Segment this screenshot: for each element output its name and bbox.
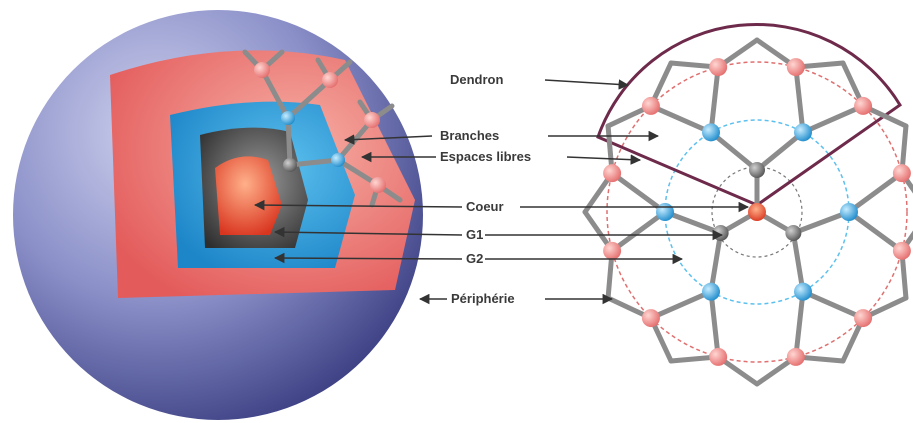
cutaway-node-blue bbox=[281, 111, 295, 125]
g1-node bbox=[749, 162, 765, 178]
label-g1: G1 bbox=[466, 227, 483, 242]
g2-node bbox=[702, 283, 720, 301]
label-periphery: Périphérie bbox=[451, 291, 515, 306]
g2-node bbox=[840, 203, 858, 221]
periphery-node bbox=[709, 348, 727, 366]
g2-node bbox=[794, 283, 812, 301]
bond-line bbox=[803, 106, 863, 132]
periphery-node bbox=[787, 58, 805, 76]
g1-node bbox=[785, 225, 801, 241]
g2-node bbox=[702, 123, 720, 141]
cutaway-node-pink bbox=[370, 177, 386, 193]
schematic-nodes bbox=[603, 58, 911, 366]
g2-node bbox=[794, 123, 812, 141]
label-g2: G2 bbox=[466, 251, 483, 266]
periphery-node bbox=[893, 164, 911, 182]
annotation-labels: Dendron Branches Espaces libres Coeur G1… bbox=[440, 72, 531, 306]
bond-line bbox=[711, 67, 718, 132]
g1-node bbox=[713, 225, 729, 241]
bond-line bbox=[612, 212, 665, 251]
bond-line bbox=[651, 106, 711, 132]
bond-line bbox=[796, 292, 803, 357]
core-node bbox=[748, 203, 766, 221]
label-branches: Branches bbox=[440, 128, 499, 143]
periphery-node bbox=[893, 242, 911, 260]
periphery-node bbox=[787, 348, 805, 366]
bond-line bbox=[651, 292, 711, 318]
dendrimer-schematic bbox=[585, 24, 913, 384]
periphery-node bbox=[709, 58, 727, 76]
cutaway-node-gray bbox=[283, 158, 297, 172]
cutaway-node-pink bbox=[364, 112, 380, 128]
label-core: Coeur bbox=[466, 199, 504, 214]
periphery-node bbox=[603, 164, 621, 182]
label-dendron: Dendron bbox=[450, 72, 504, 87]
bond-line bbox=[612, 173, 665, 212]
bond-line bbox=[803, 292, 863, 318]
cutaway-node-blue bbox=[331, 153, 345, 167]
label-free-spaces: Espaces libres bbox=[440, 149, 531, 164]
periphery-node bbox=[854, 309, 872, 327]
bond-line bbox=[849, 173, 902, 212]
cutaway-sphere bbox=[13, 10, 423, 420]
cutaway-node-pink bbox=[322, 72, 338, 88]
g2-node bbox=[656, 203, 674, 221]
bond-line bbox=[711, 292, 718, 357]
periphery-node bbox=[854, 97, 872, 115]
bond-line bbox=[849, 212, 902, 251]
cutaway-node-pink bbox=[254, 62, 270, 78]
periphery-node bbox=[603, 242, 621, 260]
periphery-node bbox=[642, 97, 660, 115]
periphery-node bbox=[642, 309, 660, 327]
bond-line bbox=[796, 67, 803, 132]
